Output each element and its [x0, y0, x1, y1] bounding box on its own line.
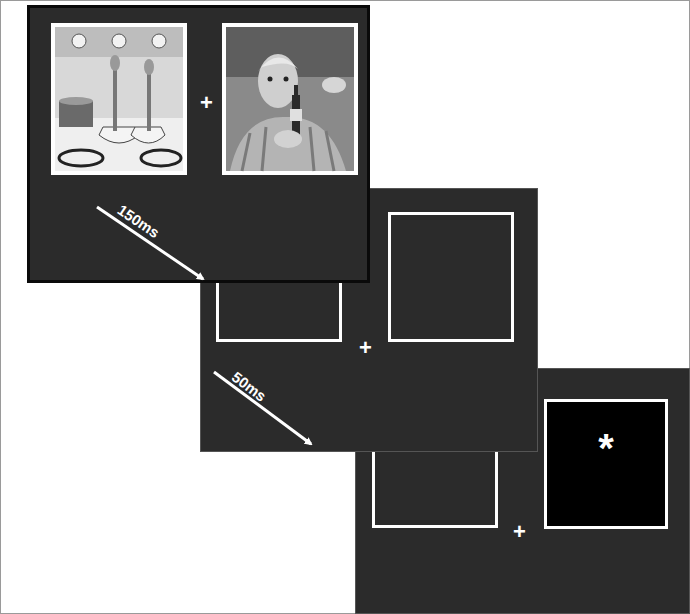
probe-asterisk: *: [547, 428, 665, 468]
fixation-cross: +: [359, 337, 372, 359]
fixation-cross: +: [200, 92, 213, 114]
probe-box: *: [544, 399, 668, 529]
display-screen: +: [27, 5, 370, 283]
kitchen-photo: [51, 23, 187, 175]
drinking-man-photo: [222, 23, 358, 175]
fixation-cross: +: [513, 521, 526, 543]
placeholder-frame: [388, 212, 514, 342]
